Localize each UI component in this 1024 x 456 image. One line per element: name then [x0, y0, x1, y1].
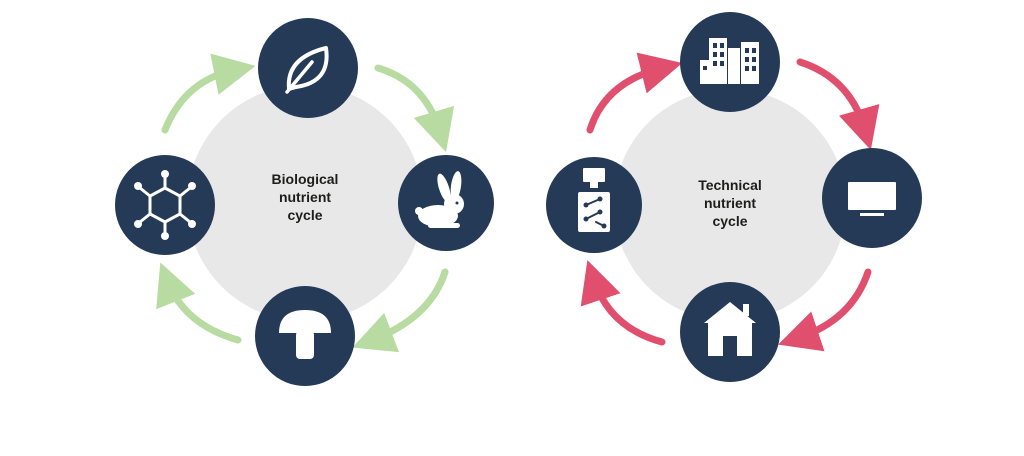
technical-label-line-3: cycle — [712, 213, 748, 229]
biological-cycle-label: Biological nutrient cycle — [245, 170, 365, 224]
factory-buildings-icon — [700, 38, 759, 84]
bio-arrow-bottom-left — [156, 262, 242, 344]
technical-cycle — [546, 12, 922, 382]
tech-arrow-bottom-left — [580, 260, 666, 346]
mushroom-icon — [279, 310, 331, 359]
bio-arrow-bottom-right — [352, 268, 449, 353]
biological-cycle — [115, 18, 494, 386]
molecule-node — [115, 155, 215, 255]
monitor-icon — [848, 182, 896, 216]
monitor-node — [822, 148, 922, 248]
bio-arrow-top-right — [374, 64, 455, 153]
circuit-component-icon — [578, 168, 610, 232]
leaf-icon — [285, 46, 329, 94]
component-node — [546, 157, 642, 253]
technical-cycle-label: Technical nutrient cycle — [670, 176, 790, 230]
tech-arrow-bottom-right — [778, 268, 872, 352]
biological-label-line-1: Biological — [271, 171, 339, 187]
molecule-icon — [134, 170, 196, 240]
tech-arrow-top-left — [586, 52, 683, 134]
rabbit-node — [398, 155, 494, 251]
leaf-node — [258, 18, 358, 118]
technical-label-line-1: Technical — [698, 177, 762, 193]
rabbit-icon — [415, 171, 464, 228]
biological-label-line-3: cycle — [287, 207, 323, 223]
house-icon — [704, 302, 756, 356]
technical-label-line-2: nutrient — [703, 195, 757, 211]
mushroom-node — [255, 286, 355, 386]
buildings-node — [680, 12, 780, 112]
bio-arrow-top-left — [161, 53, 256, 134]
biological-hub — [187, 85, 423, 321]
technical-hub — [614, 89, 846, 321]
biological-label-line-2: nutrient — [278, 189, 332, 205]
tech-arrow-top-right — [796, 58, 880, 151]
house-node — [680, 282, 780, 382]
